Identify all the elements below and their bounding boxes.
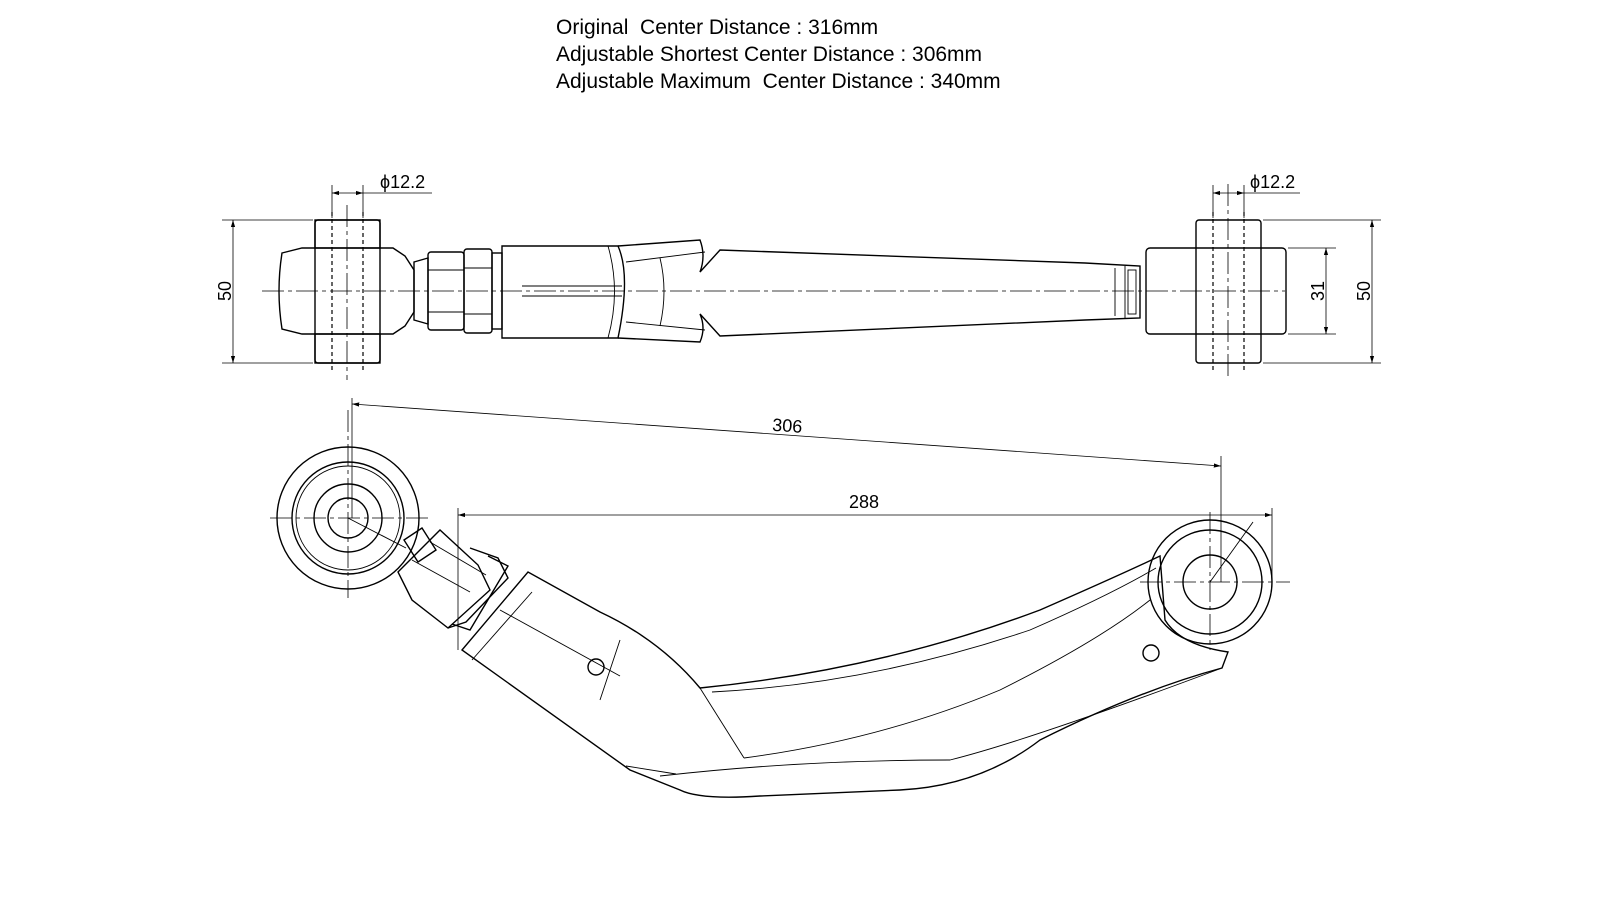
bushing-right-label: 31 xyxy=(1308,281,1328,301)
original-center-distance: Original Center Distance : 316mm xyxy=(556,16,879,39)
side-arm-body xyxy=(460,554,1229,798)
horizontal-span-label: 288 xyxy=(849,492,879,512)
specification-text: Original Center Distance : 316mm Adjusta… xyxy=(556,14,1001,95)
dim-bushing-right: 31 xyxy=(1288,247,1336,335)
left-rod-end xyxy=(278,205,415,380)
right-bushing xyxy=(1145,184,1287,380)
top-arm-body xyxy=(501,239,1141,343)
side-view: 306 288 xyxy=(270,398,1290,798)
top-lock-nuts xyxy=(413,248,503,334)
top-view: ϕ12.2 ϕ12.2 50 50 31 xyxy=(215,172,1381,380)
dim-center-distance: 306 xyxy=(351,398,1222,582)
width-right-label: 50 xyxy=(1354,281,1374,301)
bore-right-label: ϕ12.2 xyxy=(1250,172,1295,192)
width-left-label: 50 xyxy=(215,281,235,301)
right-eye xyxy=(1140,512,1290,650)
side-lock-nuts xyxy=(397,527,509,631)
center-distance-label: 306 xyxy=(772,415,803,437)
maximum-center-distance: Adjustable Maximum Center Distance : 340… xyxy=(556,70,1001,93)
dim-width-right: 50 xyxy=(1263,219,1381,364)
dim-horizontal-span: 288 xyxy=(457,492,1273,650)
dim-bore-left: ϕ12.2 xyxy=(331,172,432,218)
bore-left-label: ϕ12.2 xyxy=(380,172,425,192)
dim-width-left: 50 xyxy=(215,219,313,364)
shortest-center-distance: Adjustable Shortest Center Distance : 30… xyxy=(556,43,983,66)
left-eye xyxy=(270,410,428,598)
dim-bore-right: ϕ12.2 xyxy=(1212,172,1300,218)
